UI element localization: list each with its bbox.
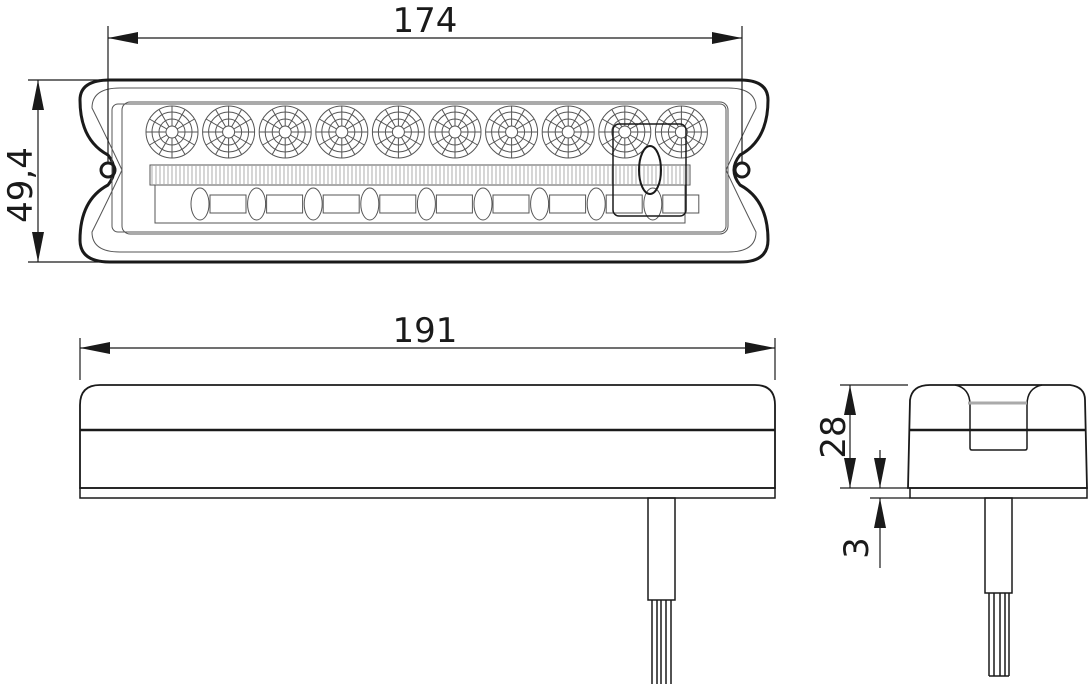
- mounting-hole-left: [99, 161, 117, 179]
- lower-led: [416, 187, 473, 221]
- led-row: [145, 105, 708, 159]
- reflector-ribs: [151, 166, 689, 184]
- lower-led: [473, 187, 530, 221]
- led-lens: [145, 105, 199, 159]
- housing-side: [907, 384, 1088, 489]
- mounting-hole-right: [733, 161, 751, 179]
- lower-led: [247, 187, 304, 221]
- wires-side: [988, 593, 1010, 677]
- side-view: [907, 384, 1088, 677]
- dimension-hole-spacing: 174: [107, 1, 743, 162]
- led-lens: [258, 105, 312, 159]
- dimension-label-3: 3: [837, 537, 877, 559]
- lower-led: [586, 187, 643, 221]
- dimension-depth: 28: [814, 384, 908, 489]
- led-lens: [541, 105, 595, 159]
- base-plate-side: [909, 487, 1088, 499]
- dimension-overall-length: 191: [79, 311, 776, 380]
- dimension-label-28: 28: [814, 415, 854, 458]
- lower-led: [360, 187, 417, 221]
- logo-box: [612, 123, 687, 217]
- led-lens: [598, 105, 652, 159]
- lower-led: [190, 187, 247, 221]
- housing-front: [79, 384, 776, 489]
- lamp-outline: [78, 78, 770, 264]
- front-view: [79, 384, 776, 684]
- base-plate-front: [79, 487, 776, 499]
- cable: [647, 497, 676, 601]
- wires: [651, 600, 672, 684]
- lens-inner: [111, 103, 727, 233]
- top-view: [78, 78, 770, 264]
- lower-led-row: [190, 187, 700, 221]
- led-lens: [485, 105, 539, 159]
- lens-outline: [91, 87, 757, 253]
- dimension-label-191: 191: [393, 311, 458, 351]
- led-lens: [428, 105, 482, 159]
- lower-led: [530, 187, 587, 221]
- lower-chamber: [154, 184, 686, 224]
- lower-led: [643, 187, 700, 221]
- led-lens: [371, 105, 425, 159]
- dimension-label-174: 174: [393, 1, 458, 41]
- led-lens: [654, 105, 708, 159]
- cable-channel: [954, 384, 1043, 451]
- logo: [638, 145, 662, 195]
- led-lens: [315, 105, 369, 159]
- cable-side: [984, 497, 1013, 594]
- led-lens: [202, 105, 256, 159]
- lower-led: [303, 187, 360, 221]
- dimension-height: 49,4: [1, 79, 100, 263]
- lens-rim: [121, 101, 729, 235]
- dimension-base-thickness: 3: [837, 450, 910, 568]
- dimension-label-49-4: 49,4: [1, 147, 41, 223]
